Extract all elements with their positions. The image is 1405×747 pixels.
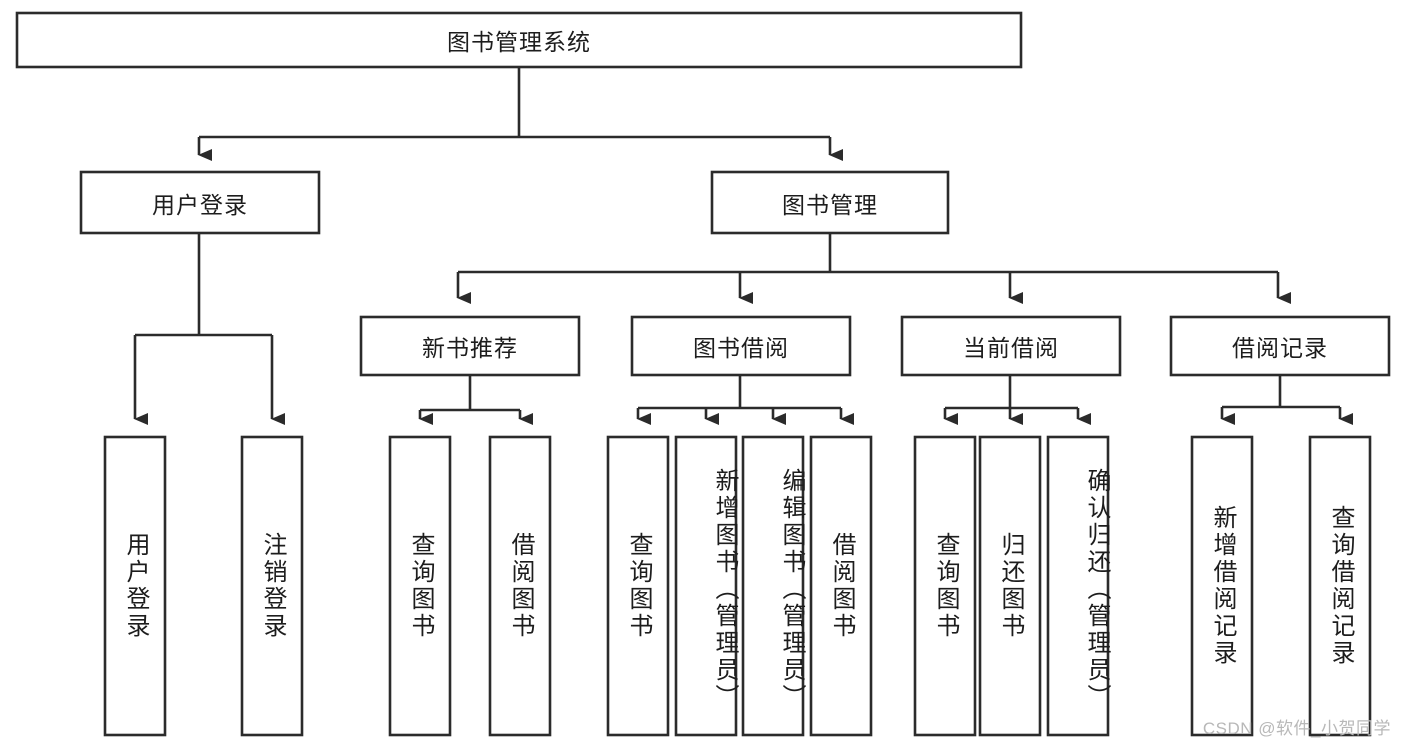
node-box-leaf-user-login-0[interactable] [103, 435, 167, 737]
node-box-leaf-new-book-1[interactable] [488, 435, 552, 737]
node-box-new-book-recommend[interactable] [359, 315, 581, 377]
node-box-borrow-record[interactable] [1169, 315, 1391, 377]
node-box-leaf-borrow-book-2[interactable] [741, 435, 805, 737]
node-box-book-borrow[interactable] [630, 315, 852, 377]
node-box-book-management[interactable] [710, 170, 950, 235]
node-box-leaf-user-login-1[interactable] [240, 435, 304, 737]
csdn-watermark: CSDN @软件_小贺同学 [1202, 719, 1391, 738]
node-box-leaf-borrow-record-1[interactable] [1308, 435, 1372, 737]
node-box-leaf-current-borrow-1[interactable] [978, 435, 1042, 737]
node-box-leaf-new-book-0[interactable] [388, 435, 452, 737]
node-box-leaf-borrow-book-1[interactable] [674, 435, 738, 737]
node-box-leaf-borrow-book-0[interactable] [606, 435, 670, 737]
node-box-root[interactable] [15, 11, 1023, 69]
node-box-leaf-borrow-book-3[interactable] [809, 435, 873, 737]
node-box-user-login[interactable] [79, 170, 321, 235]
node-box-current-borrow[interactable] [900, 315, 1122, 377]
node-box-leaf-borrow-record-0[interactable] [1190, 435, 1254, 737]
node-box-leaf-current-borrow-2[interactable] [1046, 435, 1110, 737]
node-box-leaf-current-borrow-0[interactable] [913, 435, 977, 737]
